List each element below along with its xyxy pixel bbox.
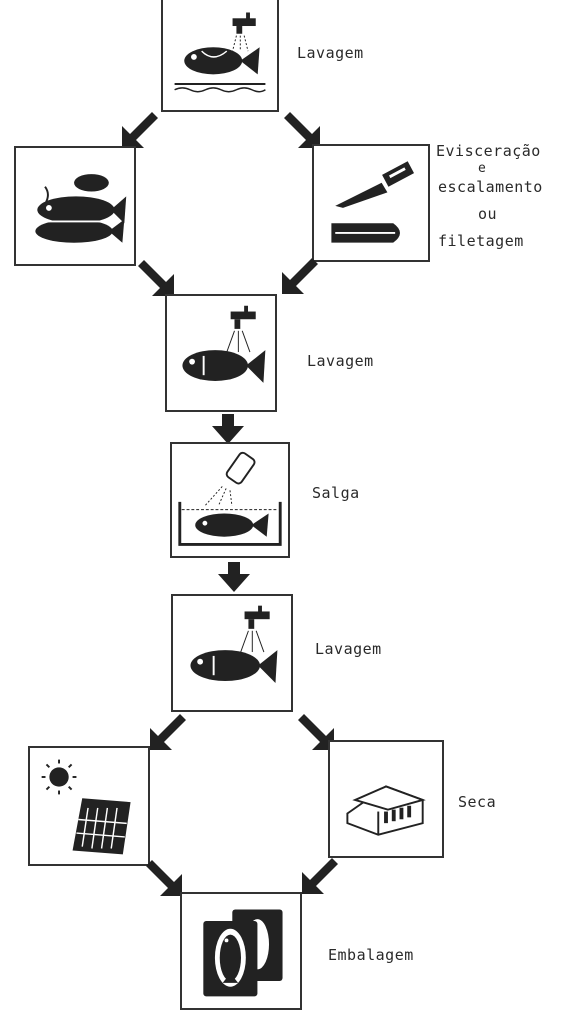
wash-step-3-label: Lavagem	[315, 640, 382, 658]
evisceration-box	[312, 144, 430, 262]
packaging-box	[180, 892, 302, 1010]
evisceration-label-line5: filetagem	[438, 232, 524, 250]
fish-washing-tap-icon	[190, 605, 278, 683]
wash-step-3-box	[171, 594, 293, 712]
evisceration-label-line1: Evisceração	[436, 142, 541, 160]
evisceration-label-line4: ou	[478, 205, 498, 223]
wash-step-1-label: Lavagem	[297, 44, 364, 62]
drying-label: Seca	[458, 793, 497, 811]
fish-washing-tap-icon	[182, 305, 266, 383]
packaged-fish-icon	[203, 909, 283, 997]
sun-drying-box	[28, 746, 150, 866]
wash-step-2-box	[165, 294, 277, 412]
salting-label: Salga	[312, 484, 360, 502]
arrow-converge-right-icon	[146, 860, 182, 896]
salting-box	[170, 442, 290, 558]
salt-brine-tank-icon	[178, 451, 282, 546]
packaging-label: Embalagem	[328, 946, 414, 964]
whole-fish-icon	[35, 174, 127, 243]
evisceration-label-line2: e	[478, 161, 487, 176]
arrow-down-right-icon	[284, 112, 320, 148]
wash-step-1-box	[161, 0, 279, 112]
sun-drying-rack-icon	[41, 759, 131, 855]
arrow-down-right-icon	[298, 714, 334, 750]
arrow-converge-left-icon	[282, 258, 318, 294]
arrow-converge-left-icon	[302, 858, 338, 894]
fish-washing-tap-icon	[174, 12, 266, 93]
arrow-down-left-icon	[122, 112, 158, 148]
arrow-converge-right-icon	[138, 260, 174, 296]
arrow-down-icon	[218, 562, 250, 592]
drying-oven-icon	[346, 785, 426, 836]
wash-step-2-label: Lavagem	[307, 352, 374, 370]
arrow-down-left-icon	[150, 714, 186, 750]
whole-fish-box	[14, 146, 136, 266]
knife-fillet-icon	[331, 161, 415, 243]
evisceration-label-line3: escalamento	[438, 178, 543, 196]
arrow-down-icon	[212, 414, 244, 444]
drying-box	[328, 740, 444, 858]
